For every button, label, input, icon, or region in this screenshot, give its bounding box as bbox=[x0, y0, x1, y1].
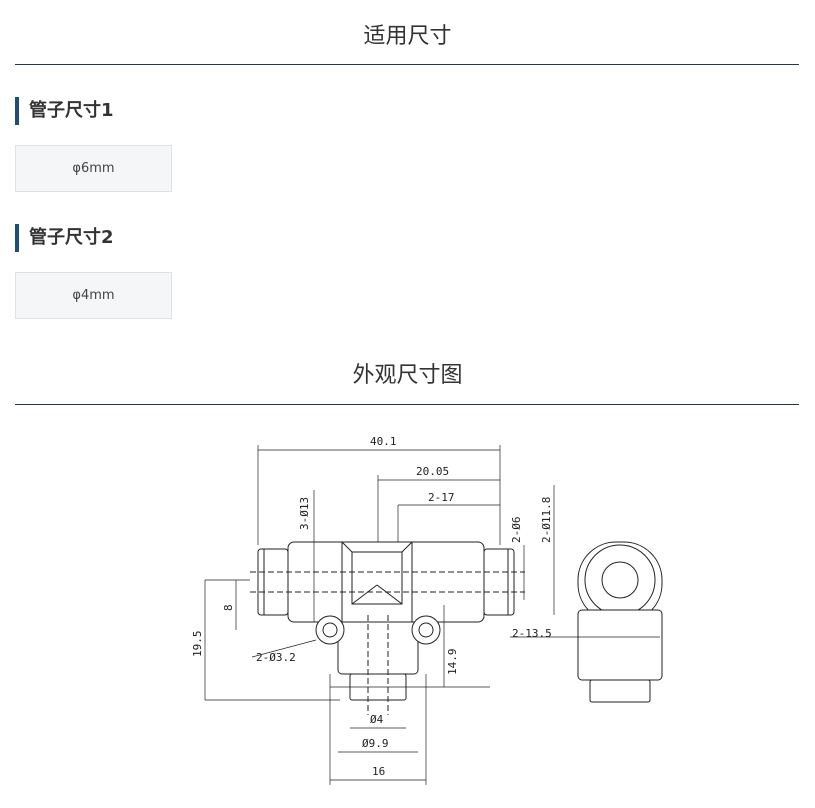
dimension-drawing: 40.1 20.05 2-17 3-Ø13 2-Ø6 2-Ø11.8 8 19.… bbox=[191, 435, 663, 785]
dim-overall-length: 40.1 bbox=[370, 435, 397, 448]
dim-branch-body: 16 bbox=[372, 765, 385, 778]
section-divider bbox=[15, 64, 799, 65]
tube-size-1-option[interactable]: φ6mm bbox=[15, 145, 172, 192]
dim-branch-tube: Ø4 bbox=[370, 713, 384, 726]
dim-half-length: 20.05 bbox=[416, 465, 449, 478]
tube-size-2-option[interactable]: φ4mm bbox=[15, 272, 172, 319]
section-title-dimension-drawing: 外观尺寸图 bbox=[352, 363, 463, 388]
dim-release-dia: 2-Ø11.8 bbox=[540, 497, 553, 543]
dim-hole-dia: 2-Ø3.2 bbox=[256, 651, 296, 664]
dim-branch-height: 14.9 bbox=[446, 649, 459, 676]
tube-size-2-heading: 管子尺寸2 bbox=[15, 224, 114, 252]
dim-body-dia: 3-Ø13 bbox=[298, 497, 311, 530]
dim-branch-release: Ø9.9 bbox=[362, 737, 389, 750]
dim-tube-dia: 2-Ø6 bbox=[510, 517, 523, 544]
dim-port-depth: 2-17 bbox=[428, 491, 455, 504]
section-title-applicable-size: 适用尺寸 bbox=[363, 24, 452, 49]
tube-size-1-heading: 管子尺寸1 bbox=[15, 97, 114, 125]
dim-total-height: 19.5 bbox=[191, 631, 204, 658]
dim-center-height: 8 bbox=[222, 604, 235, 611]
section-divider bbox=[15, 404, 799, 405]
dim-side-width: 2-13.5 bbox=[512, 627, 552, 640]
